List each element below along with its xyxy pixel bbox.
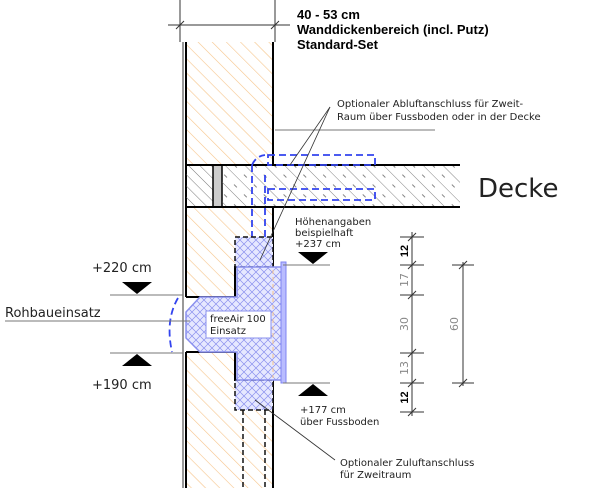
dimension-tick-slash [407,378,417,388]
supply-note-line2: für Zweitraum [340,470,411,481]
level-237-label: +237 cm [295,239,341,250]
dimension-tick-slash [407,407,417,417]
exhaust-note-line2: Raum über Fussboden oder in der Decke [337,112,541,123]
dimension-tick-slash [407,290,417,300]
unit-label-line1: freeAir 100 [210,314,266,325]
level-220-triangle [122,282,152,294]
rough-insert-label: Rohbaueinsatz [5,306,101,321]
ceiling-slab [186,129,460,208]
level-177-triangle [298,384,328,396]
wall-thickness-dimension [168,0,290,42]
dimension-tick-slash [407,348,417,358]
dimension-tick-slash [407,260,417,270]
optional-exhaust-duct [168,154,376,353]
heights-note-line2: beispielhaft [295,228,353,239]
unit-label-line2: Einsatz [210,326,246,337]
freeair-unit: freeAir 100 Einsatz [185,261,287,384]
dimension-chain-label: 17 [398,273,411,287]
wall [182,42,274,488]
leader-lines [254,106,336,461]
level-237-triangle [298,252,328,264]
dimension-chain-label: 12 [399,391,411,403]
title-line1: 40 - 53 cm [297,7,360,22]
title-line2: Wanddickenbereich (incl. Putz) [297,22,489,37]
level-190-label: +190 cm [92,378,152,393]
exhaust-note-line1: Optionaler Abluftanschluss für Zweit- [337,99,524,110]
level-190-triangle [122,354,152,366]
height-dimension-chain [400,232,474,417]
level-177-line2: über Fussboden [300,417,379,428]
title-line3: Standard-Set [297,37,379,52]
level-177-line1: +177 cm [300,405,346,416]
ceiling-label: Decke [478,174,558,204]
dimension-chain-label: 13 [398,361,411,375]
supply-note-line1: Optionaler Zuluftanschluss [340,458,474,469]
heights-note-line1: Höhenangaben [295,217,371,228]
dimension-tick-slash [407,232,417,242]
dimension-chain-label: 12 [399,245,411,257]
level-markers [5,264,330,384]
dimension-total: 60 [448,317,461,331]
level-220-label: +220 cm [92,261,152,276]
optional-connection-boxes [234,236,274,488]
dimension-chain-label: 30 [398,317,411,331]
